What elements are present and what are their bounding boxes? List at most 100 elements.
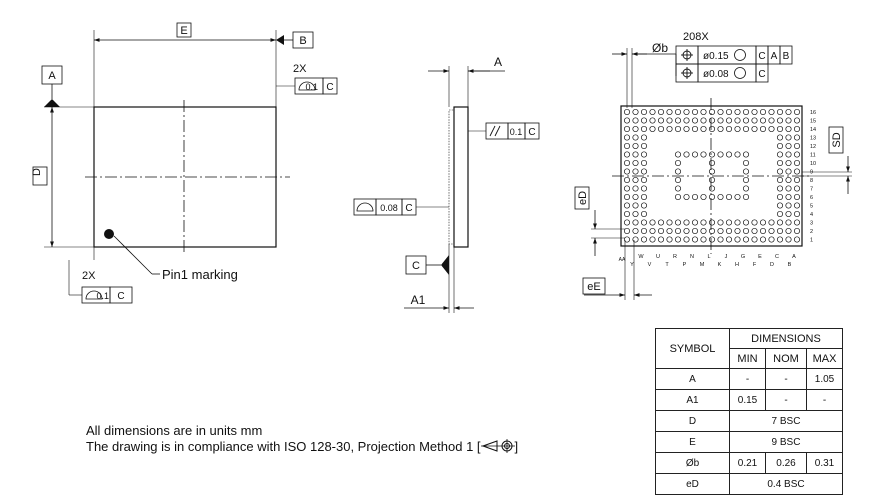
col-label: E bbox=[758, 254, 762, 260]
row-label: 16 bbox=[810, 110, 816, 116]
solder-ball bbox=[657, 117, 665, 124]
ball-grid bbox=[623, 108, 801, 243]
solder-ball bbox=[708, 117, 716, 124]
solder-ball bbox=[725, 117, 733, 124]
solder-ball bbox=[640, 176, 648, 184]
solder-ball bbox=[793, 210, 801, 218]
solder-ball bbox=[674, 108, 682, 116]
solder-ball bbox=[708, 185, 716, 192]
solder-ball bbox=[785, 117, 792, 124]
dim-ed-label: eD bbox=[577, 191, 589, 205]
solder-ball bbox=[640, 193, 648, 201]
solder-ball bbox=[674, 193, 682, 201]
solder-ball bbox=[691, 108, 699, 116]
solder-ball bbox=[759, 108, 767, 116]
solder-ball bbox=[776, 142, 784, 150]
row-label: 1 bbox=[810, 238, 813, 244]
solder-ball bbox=[640, 108, 648, 116]
solder-ball bbox=[776, 125, 784, 133]
row-label: 11 bbox=[810, 153, 816, 159]
cell-symbol: E bbox=[655, 431, 730, 453]
solder-ball bbox=[793, 219, 801, 226]
solder-ball bbox=[674, 219, 682, 226]
solder-ball bbox=[742, 219, 750, 226]
solder-ball bbox=[776, 185, 784, 192]
header-dimensions: DIMENSIONS bbox=[729, 328, 843, 349]
solder-ball bbox=[623, 193, 631, 201]
col-label: H bbox=[735, 262, 739, 268]
cell-symbol: A1 bbox=[655, 389, 730, 411]
row-label: 7 bbox=[810, 187, 813, 193]
cell-symbol: Øb bbox=[655, 452, 730, 474]
solder-ball bbox=[734, 219, 741, 226]
solder-ball bbox=[632, 236, 639, 243]
solder-ball bbox=[623, 168, 631, 175]
solder-ball bbox=[632, 142, 639, 150]
solder-ball bbox=[742, 176, 750, 184]
solder-ball bbox=[793, 236, 801, 243]
pos-ref-2-a: C bbox=[758, 69, 765, 80]
solder-ball bbox=[742, 151, 750, 158]
solder-ball bbox=[717, 108, 724, 116]
solder-ball bbox=[776, 151, 784, 158]
solder-ball bbox=[708, 227, 716, 235]
solder-ball bbox=[785, 176, 792, 184]
solder-ball bbox=[640, 202, 648, 209]
pos-tol-2: ø0.08 bbox=[703, 69, 729, 80]
solder-ball bbox=[793, 202, 801, 209]
cell-symbol: A bbox=[655, 368, 730, 390]
cell-min: 0.21 bbox=[729, 452, 766, 474]
solder-ball bbox=[683, 227, 690, 235]
table-row: E 9 BSC bbox=[655, 431, 843, 453]
solder-ball bbox=[674, 227, 682, 235]
top-view bbox=[32, 22, 338, 304]
datum-a-label: A bbox=[48, 70, 56, 82]
profile-ref: C bbox=[405, 203, 412, 214]
col-label: A bbox=[792, 254, 796, 260]
solder-ball bbox=[649, 219, 656, 226]
solder-ball bbox=[785, 227, 792, 235]
solder-ball bbox=[776, 227, 784, 235]
ball-count-label: 208X bbox=[683, 31, 709, 43]
header-max: MAX bbox=[806, 348, 843, 369]
solder-ball bbox=[674, 125, 682, 133]
solder-ball bbox=[742, 117, 750, 124]
dim-ee-label: eE bbox=[587, 281, 600, 293]
solder-ball bbox=[666, 125, 673, 133]
col-label: N bbox=[690, 254, 694, 260]
row-label: 15 bbox=[810, 119, 816, 125]
solder-ball bbox=[649, 108, 656, 116]
solder-ball bbox=[683, 117, 690, 124]
solder-ball bbox=[708, 108, 716, 116]
solder-ball bbox=[717, 151, 724, 158]
solder-ball bbox=[708, 176, 716, 184]
solder-ball bbox=[666, 108, 673, 116]
solder-ball bbox=[623, 236, 631, 243]
solder-ball bbox=[657, 227, 665, 235]
row-label: 12 bbox=[810, 144, 816, 150]
pos-ref-1-b: A bbox=[771, 51, 778, 62]
solder-ball bbox=[776, 108, 784, 116]
dim-e-label: E bbox=[180, 25, 187, 37]
solder-ball bbox=[725, 227, 733, 235]
solder-ball bbox=[649, 117, 656, 124]
solder-ball bbox=[640, 134, 648, 141]
solder-ball bbox=[759, 125, 767, 133]
solder-ball bbox=[674, 176, 682, 184]
solder-ball bbox=[700, 117, 707, 124]
solder-ball bbox=[793, 176, 801, 184]
solder-ball bbox=[632, 193, 639, 201]
solder-ball bbox=[717, 227, 724, 235]
solder-ball bbox=[623, 151, 631, 158]
cell-min: 0.15 bbox=[729, 389, 766, 411]
solder-ball bbox=[785, 159, 792, 167]
solder-ball bbox=[785, 219, 792, 226]
solder-ball bbox=[632, 151, 639, 158]
solder-ball bbox=[776, 236, 784, 243]
solder-ball bbox=[768, 125, 775, 133]
solder-ball bbox=[632, 108, 639, 116]
solder-ball bbox=[768, 219, 775, 226]
solder-ball bbox=[623, 134, 631, 141]
solder-ball bbox=[657, 236, 665, 243]
